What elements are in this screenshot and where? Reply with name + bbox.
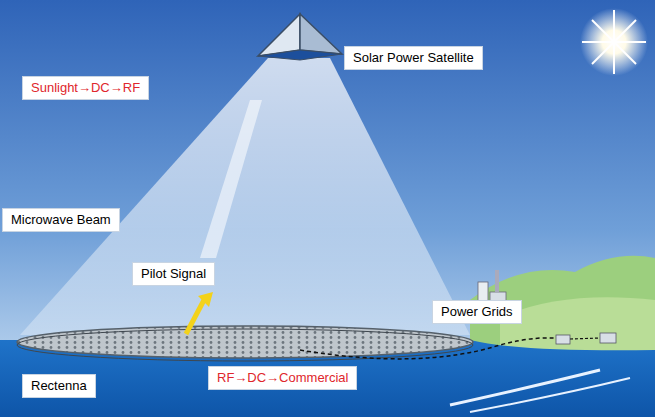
rectenna-label: Rectenna [22,374,96,398]
label-text: Microwave Beam [11,212,111,228]
label-text: Solar Power Satellite [353,50,474,66]
conversion-label: RF→DC→Commercial [208,366,357,390]
satellite-label: Solar Power Satellite [344,46,483,70]
grid-label: Power Grids [432,300,522,324]
label-text: Pilot Signal [141,266,206,282]
label-text: RF→DC→Commercial [217,370,348,386]
conversion-label: Sunlight→DC→RF [22,76,149,100]
label-text: Rectenna [31,378,87,394]
label-text: Sunlight→DC→RF [31,80,140,96]
pilot-label: Pilot Signal [132,262,215,286]
label-text: Power Grids [441,304,513,320]
beam-label: Microwave Beam [2,208,120,232]
